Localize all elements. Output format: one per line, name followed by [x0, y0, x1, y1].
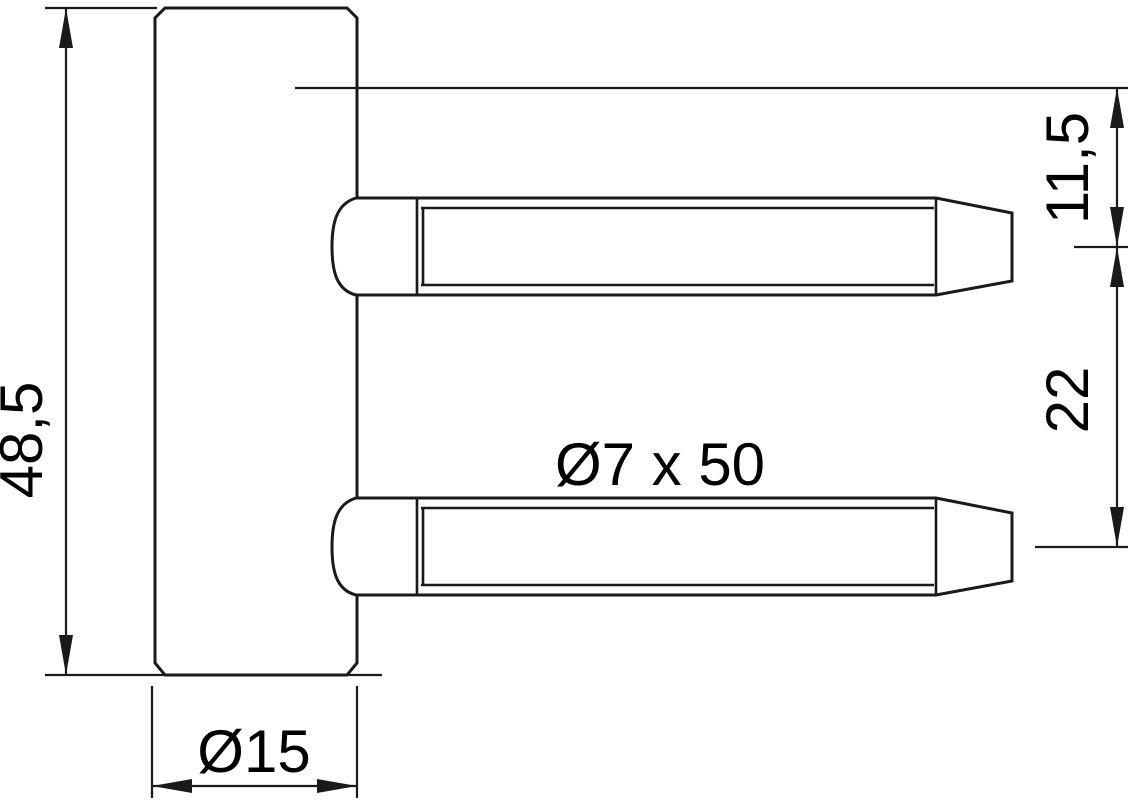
- mounting-plate: [153, 6, 359, 677]
- part-geometry: [153, 6, 1014, 677]
- dimension-label-11-5: 11,5: [1034, 112, 1101, 224]
- annotation-pin-spec: Ø7 x 50: [555, 431, 765, 498]
- upper-pin-outline: [330, 196, 1014, 297]
- arrowhead-22-top: [1110, 247, 1124, 287]
- dimension-top-offset: 11,5: [1034, 88, 1124, 247]
- lower-pin-outline: [330, 496, 1014, 597]
- arrowhead-22-bottom: [1110, 507, 1124, 547]
- arrowhead-d15-right: [317, 779, 357, 793]
- dimension-label-22: 22: [1034, 367, 1101, 434]
- arrowhead-d15-left: [152, 779, 192, 793]
- dimension-label-d15: Ø15: [197, 718, 310, 785]
- arrowhead-11-5-bottom: [1110, 207, 1124, 247]
- arrowhead-48-5-bottom: [59, 635, 73, 675]
- extension-lines: [45, 6, 1128, 798]
- lower-pin: [330, 496, 1014, 597]
- dimension-pin-spacing: 22: [1034, 247, 1124, 547]
- upper-pin: [330, 196, 1014, 297]
- arrowhead-48-5-top: [59, 8, 73, 48]
- dimension-plate-diameter: Ø15: [152, 718, 357, 793]
- arrowhead-11-5-top: [1110, 88, 1124, 128]
- dimension-label-48-5: 48,5: [0, 382, 55, 499]
- dimension-overall-height: 48,5: [0, 8, 73, 675]
